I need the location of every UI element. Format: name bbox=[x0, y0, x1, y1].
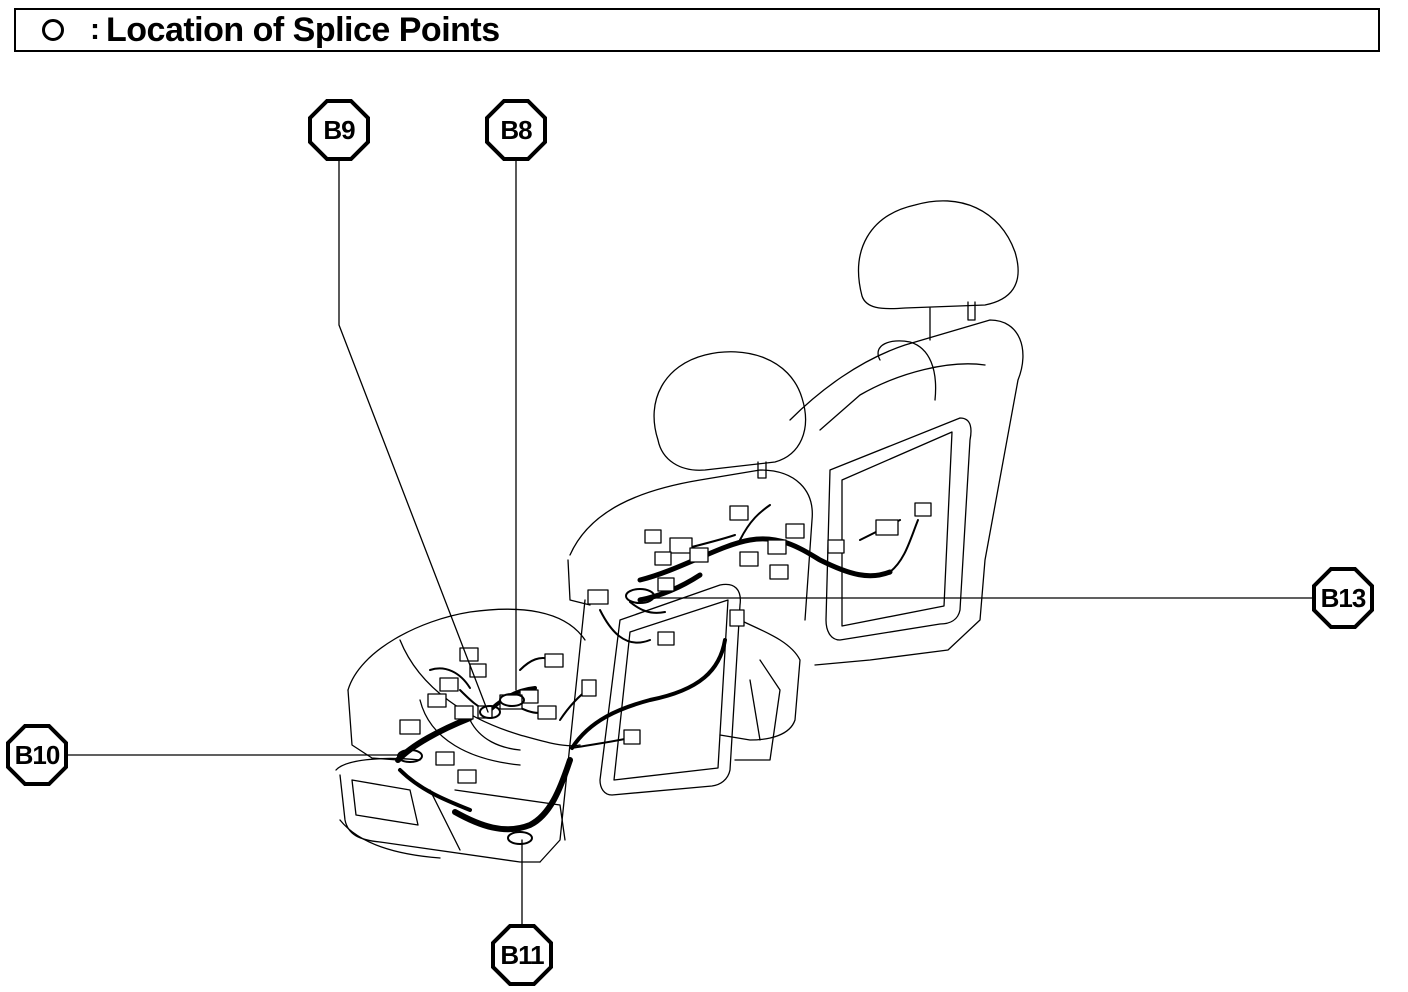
b13-octagon-icon bbox=[1312, 567, 1374, 629]
leader-lines bbox=[64, 159, 1315, 926]
title-separator: : bbox=[90, 13, 100, 46]
b10-octagon-icon bbox=[6, 724, 68, 786]
title-bar: : Location of Splice Points bbox=[14, 8, 1380, 52]
circle-symbol-icon bbox=[42, 19, 64, 41]
b11-octagon-icon bbox=[491, 924, 553, 986]
splice-badge-b13: B13 bbox=[1312, 567, 1374, 629]
b8-octagon-icon bbox=[485, 99, 547, 161]
b13-label: B13 bbox=[1321, 583, 1366, 613]
splice-badge-b10: B10 bbox=[6, 724, 68, 786]
splice-markers bbox=[397, 588, 655, 845]
b11-label: B11 bbox=[500, 940, 544, 970]
b8-label: B8 bbox=[500, 115, 532, 145]
page-title: Location of Splice Points bbox=[106, 11, 500, 49]
front-seat-outline bbox=[335, 608, 586, 863]
connectors bbox=[399, 502, 932, 784]
splice-badge-b11: B11 bbox=[491, 924, 553, 986]
middle-seat-outline bbox=[539, 351, 813, 863]
splice-badge-b8: B8 bbox=[485, 99, 547, 161]
rear-seat-outline bbox=[719, 200, 1024, 741]
b9-octagon-icon bbox=[308, 99, 370, 161]
b10-label: B10 bbox=[15, 740, 60, 770]
splice-badge-b9: B9 bbox=[308, 99, 370, 161]
b9-label: B9 bbox=[323, 115, 355, 145]
